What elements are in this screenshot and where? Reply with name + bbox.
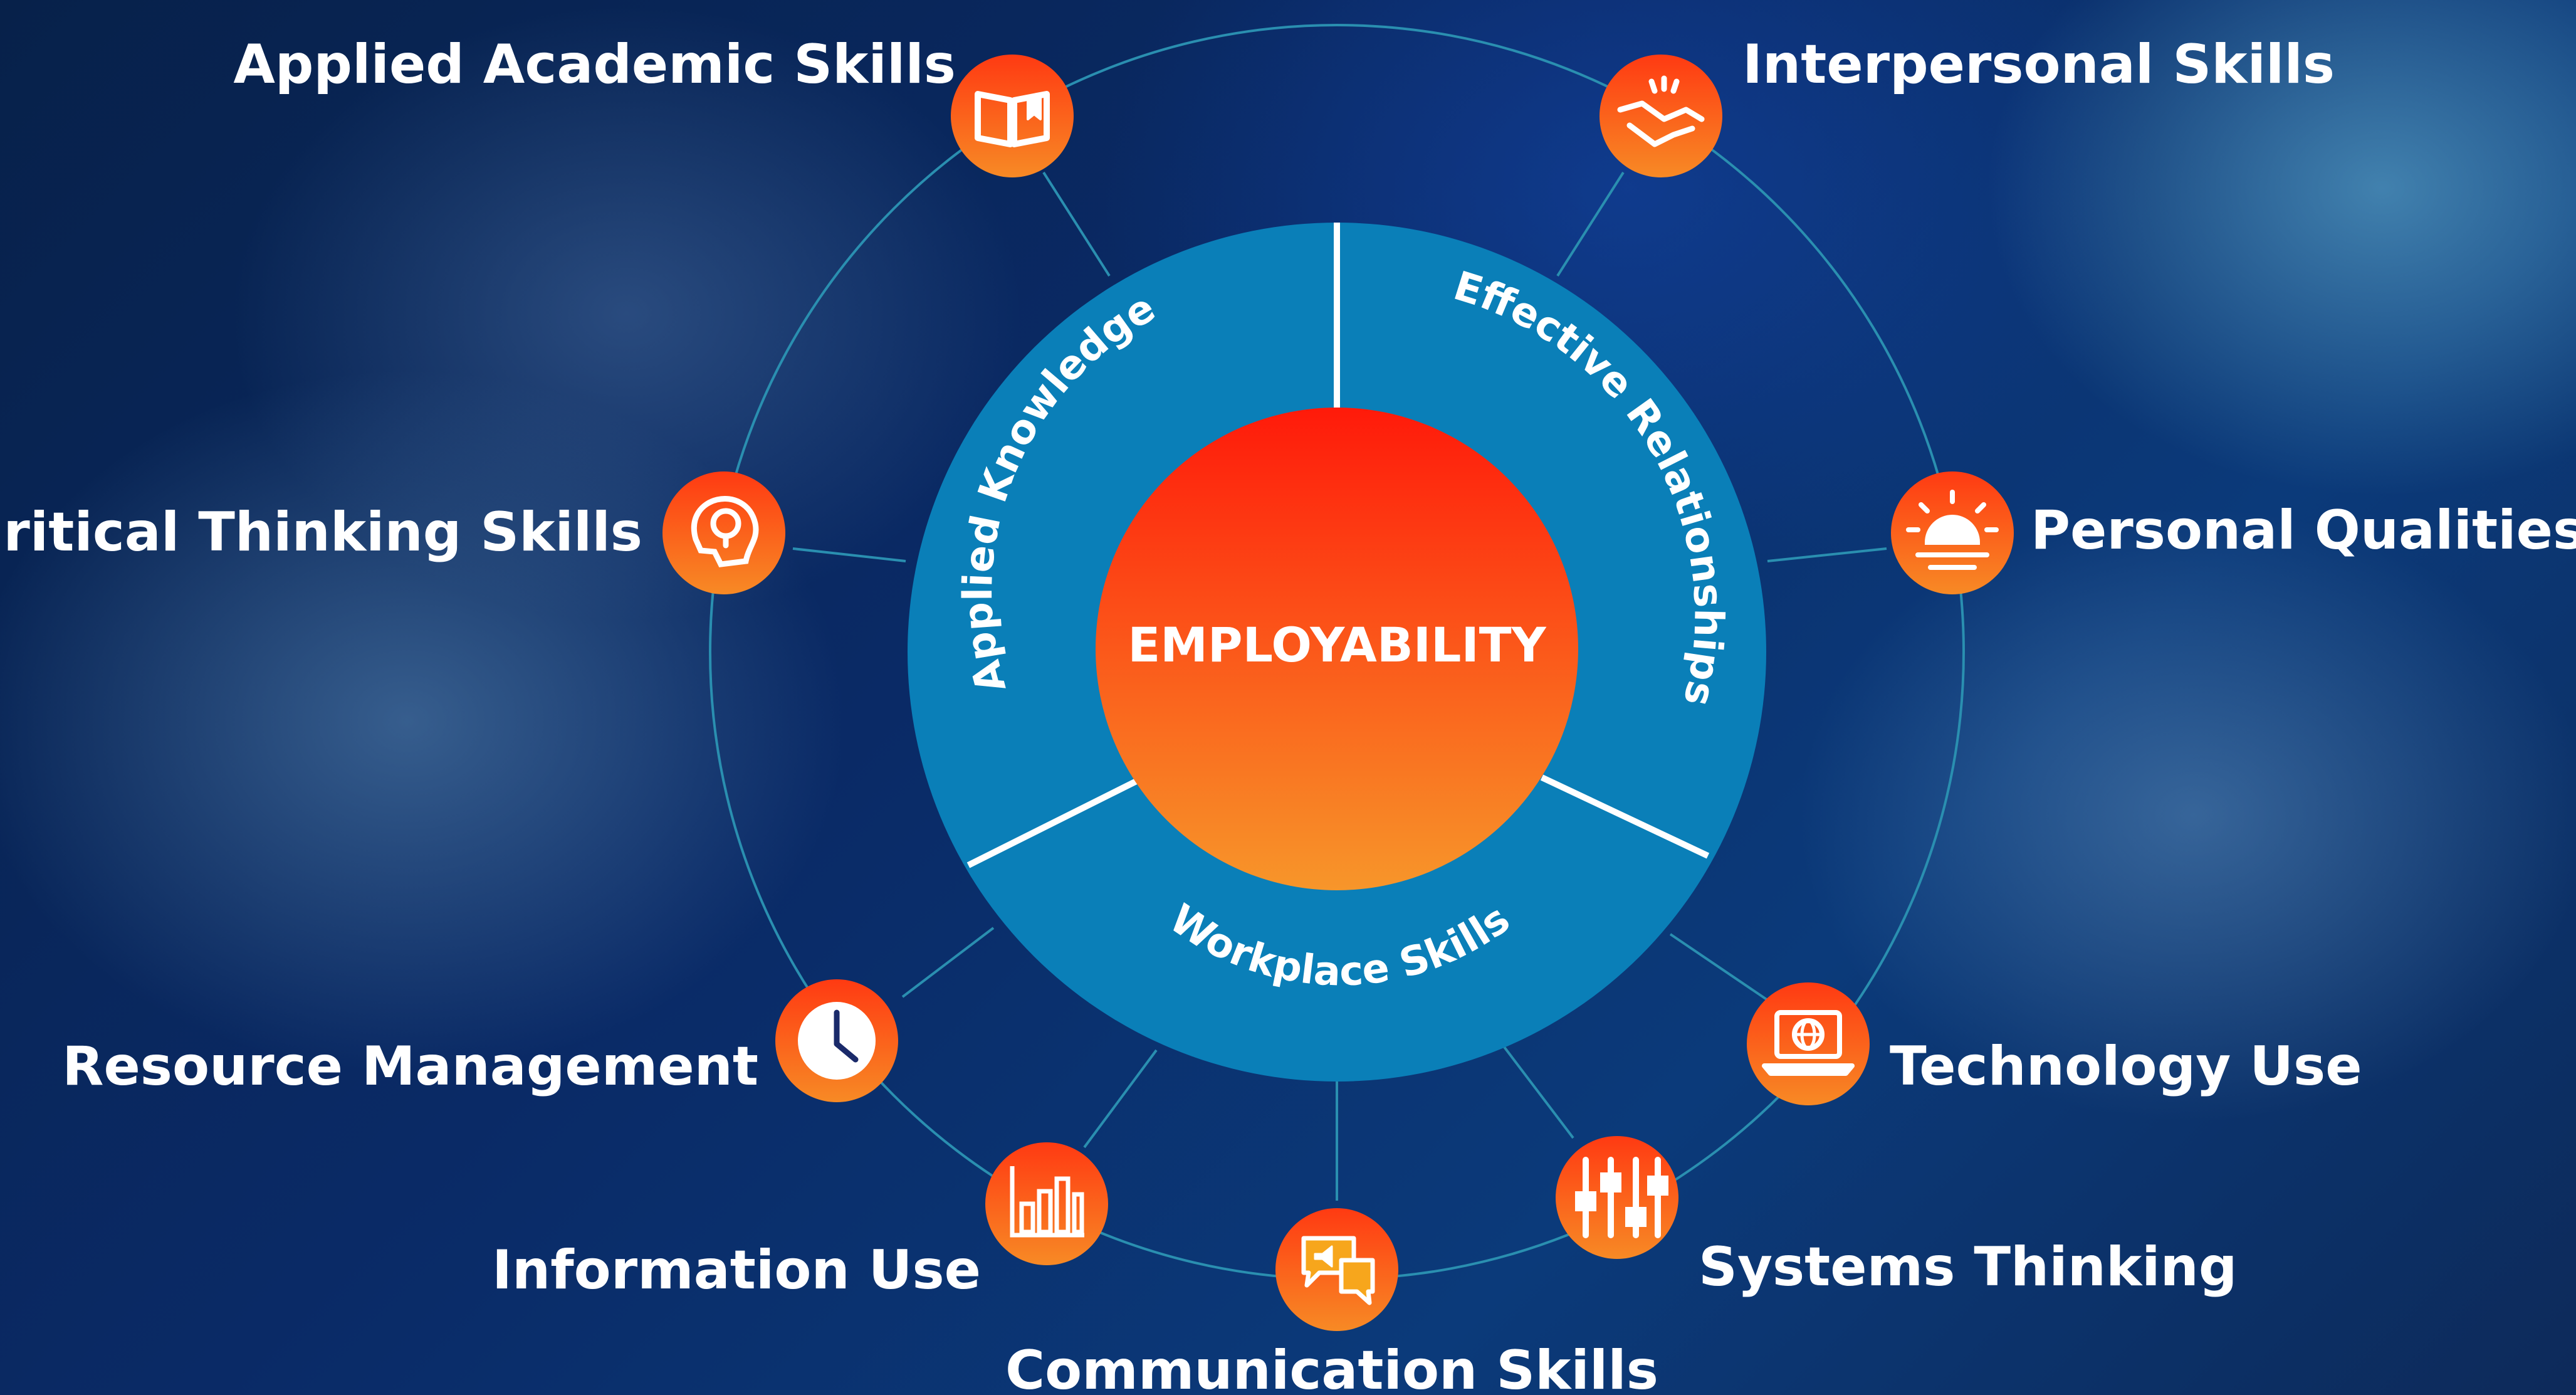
bar-chart-icon [1010,1166,1084,1238]
skill-node-applied-academic: Applied Academic Skills [233,33,1074,177]
center-label: EMPLOYABILITY [1128,617,1546,673]
clock-icon [798,1002,876,1080]
skill-node-personal-qualities: Personal Qualities [1891,471,2576,594]
skill-label: Interpersonal Skills [1742,33,2335,96]
skill-node-information-use: Information Use [492,1142,1108,1302]
skill-label: Systems Thinking [1699,1236,2237,1298]
skill-node-critical-thinking: Critical Thinking Skills [0,471,785,594]
skill-label: Communication Skills [1005,1339,1658,1395]
handshake-icon [1617,75,1705,147]
lightbulb-head-icon [691,496,759,567]
skill-label: Applied Academic Skills [233,33,956,96]
skill-label: Personal Qualities [2031,499,2576,562]
skill-node-technology-use: Technology Use [1747,982,2362,1105]
skill-label: Information Use [492,1239,981,1302]
skill-label: Resource Management [62,1035,758,1098]
sliders-icon [1575,1157,1668,1238]
skill-node-resource-management: Resource Management [62,979,898,1102]
connector-lines [792,171,1887,1201]
skill-node-systems-thinking: Systems Thinking [1556,1136,2237,1298]
skill-label: Critical Thinking Skills [0,501,642,564]
center-circle [1096,408,1578,890]
speech-bubbles-icon [1301,1236,1375,1305]
skill-node-communication: Communication Skills [1005,1208,1658,1395]
skill-label: Technology Use [1890,1035,2362,1098]
laptop-globe-icon [1762,1010,1855,1076]
skill-node-interpersonal: Interpersonal Skills [1600,33,2335,177]
ring-dividers [966,223,1710,868]
book-icon [975,91,1050,147]
sunrise-icon [1906,490,1999,570]
